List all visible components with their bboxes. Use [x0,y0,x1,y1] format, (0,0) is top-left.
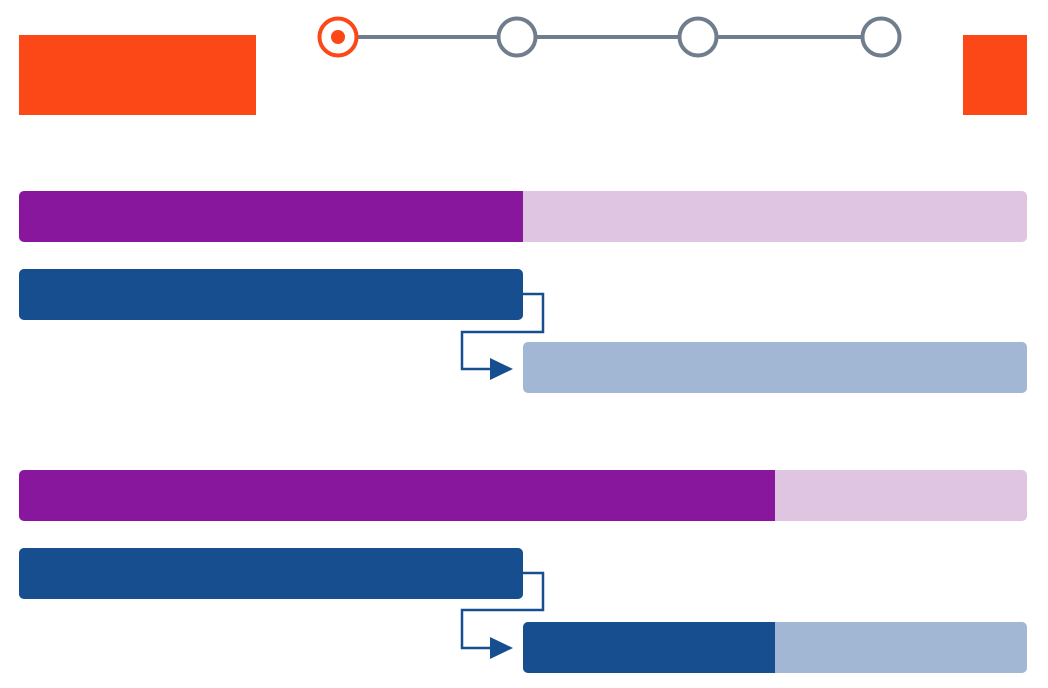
step-dot [510,30,524,44]
group-1-progress-fill [19,191,523,242]
group-1-progress-bar [19,191,1027,242]
stepper-step-3 [677,16,719,58]
group-2-progress-fill [19,470,775,521]
arrow-right-icon [490,358,513,380]
stepper-step-4 [860,16,902,58]
step-ring [496,16,538,58]
group-2-task-fill [19,548,523,599]
group-1-dependent-bar [523,342,1027,393]
stepper-step-2 [496,16,538,58]
group-1-task-fill [19,269,523,320]
arrow-right-icon [490,637,513,659]
step-ring [860,16,902,58]
group-2-dependent-fill [523,622,775,673]
group-2-dependent-bar [523,622,1027,673]
step-dot [874,30,888,44]
group-1-task-bar [19,269,523,320]
step-ring [317,16,359,58]
step-ring [677,16,719,58]
orange-block-right [963,35,1027,115]
group-2-progress-bar [19,470,1027,521]
orange-block-left [19,35,256,115]
step-dot [331,30,345,44]
stepper-step-1 [317,16,359,58]
step-dot [691,30,705,44]
group-2-task-bar [19,548,523,599]
